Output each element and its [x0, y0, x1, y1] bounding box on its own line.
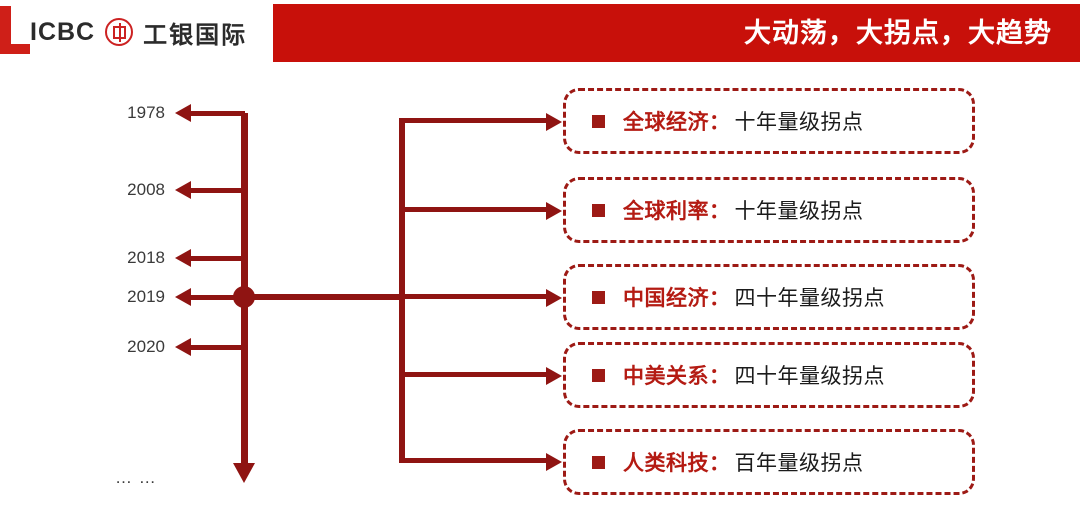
- arrow-head-left-2018-icon: [175, 249, 191, 267]
- arrow-head-left-1978-icon: [175, 104, 191, 122]
- bullet-square-icon: [592, 368, 605, 382]
- timeline-down-arrow-icon: [233, 463, 255, 483]
- junction-connector-line: [250, 294, 405, 300]
- branch-arm-5: [399, 458, 548, 463]
- arrow-head-right-1-icon: [546, 113, 562, 131]
- item-key: 全球经济：: [623, 111, 731, 134]
- logo-latin-text: ICBC: [30, 17, 96, 46]
- item-box-global-economy[interactable]: 全球经济： 十年量级拐点: [563, 88, 975, 154]
- year-label-2008: 2008: [127, 180, 165, 199]
- header-accent-foot: [0, 44, 30, 54]
- bullet-square-icon: [592, 114, 605, 128]
- arrow-head-right-4-icon: [546, 367, 562, 385]
- item-box-human-technology[interactable]: 人类科技： 百年量级拐点: [563, 429, 975, 495]
- item-value: 百年量级拐点: [734, 452, 864, 475]
- bullet-square-icon: [592, 290, 605, 304]
- branch-arm-3: [399, 294, 548, 299]
- arrow-head-left-2019-icon: [175, 288, 191, 306]
- item-value: 十年量级拐点: [734, 111, 864, 134]
- item-box-global-rates[interactable]: 全球利率： 十年量级拐点: [563, 177, 975, 243]
- item-key: 中美关系：: [623, 365, 731, 388]
- year-label-1978: 1978: [127, 103, 165, 122]
- arrow-head-left-2020-icon: [175, 338, 191, 356]
- arrow-head-right-2-icon: [546, 202, 562, 220]
- arrow-head-right-3-icon: [546, 289, 562, 307]
- item-box-china-economy[interactable]: 中国经济： 四十年量级拐点: [563, 264, 975, 330]
- bullet-square-icon: [592, 203, 605, 217]
- header-accent-bar: [0, 6, 11, 54]
- header-bar: 大动荡，大拐点，大趋势: [273, 4, 1080, 62]
- year-label-2019: 2019: [127, 287, 165, 306]
- branch-arm-2: [399, 207, 548, 212]
- year-label-2018: 2018: [127, 248, 165, 267]
- timeline-ellipsis: … …: [115, 468, 157, 487]
- item-key: 中国经济：: [623, 287, 731, 310]
- bullet-square-icon: [592, 455, 605, 469]
- arrow-line-1978: [190, 111, 245, 116]
- logo-chinese-text: 工银国际: [143, 21, 248, 49]
- item-box-china-us-relations[interactable]: 中美关系： 四十年量级拐点: [563, 342, 975, 408]
- arrow-head-left-2008-icon: [175, 181, 191, 199]
- branch-arm-4: [399, 372, 548, 377]
- branch-spine-line: [399, 118, 405, 462]
- item-value: 四十年量级拐点: [734, 287, 885, 310]
- year-label-2020: 2020: [127, 337, 165, 356]
- arrow-line-2018: [190, 256, 245, 261]
- arrow-line-2008: [190, 188, 245, 193]
- arrow-line-2020: [190, 345, 245, 350]
- arrow-head-right-5-icon: [546, 453, 562, 471]
- item-value: 十年量级拐点: [734, 200, 864, 223]
- item-key: 全球利率：: [623, 200, 731, 223]
- icbc-logo: ICBC 工银国际: [30, 17, 248, 49]
- arrow-line-2019: [190, 295, 245, 300]
- item-key: 人类科技：: [623, 452, 731, 475]
- page-title: 大动荡，大拐点，大趋势: [744, 18, 1052, 48]
- branch-arm-1: [399, 118, 548, 123]
- item-value: 四十年量级拐点: [734, 365, 885, 388]
- icbc-coin-icon: [105, 18, 134, 46]
